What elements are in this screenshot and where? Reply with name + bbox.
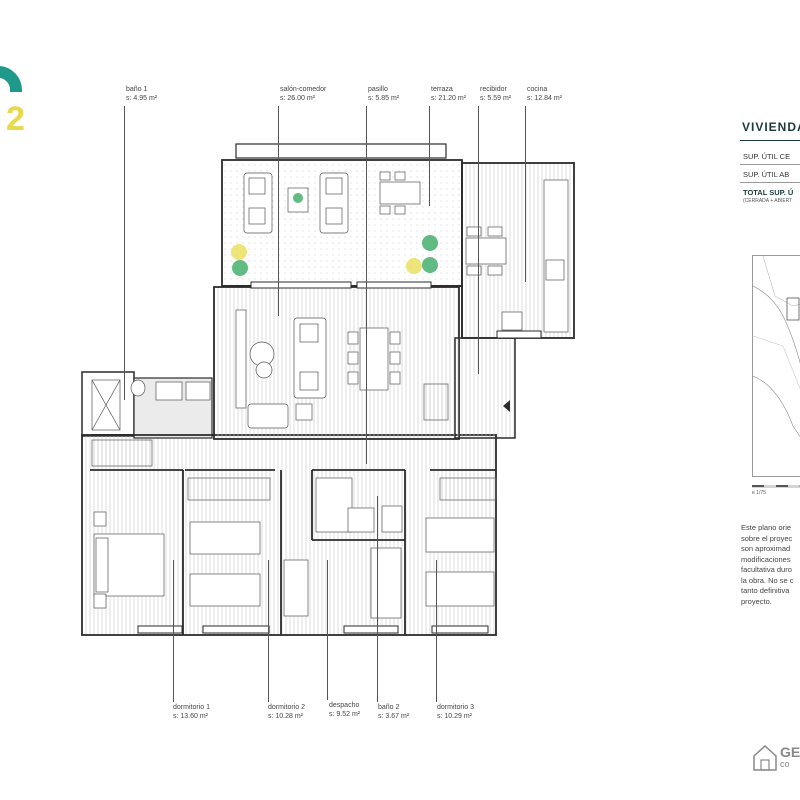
room-area: s: 5.59 m² [480,94,512,102]
room-area: s: 5.85 m² [368,94,400,102]
note-line: la obra. No se c [741,575,794,585]
room-name: despacho [329,702,360,709]
room-name: dormitorio 3 [437,704,474,711]
note-line: facultativa duro [741,565,792,574]
note-line: son aproximad [741,544,791,553]
room-name: dormitorio 1 [173,704,210,711]
leader-bano2 [377,496,378,702]
entrance-arrow-icon [503,400,510,412]
note-line: modificaciones [741,554,791,564]
note-line: proyecto. [741,596,772,606]
sup-abierta: SUP. ÚTIL AB [743,170,790,179]
leader-despacho [327,560,328,700]
room-name: cocina [527,86,548,93]
house-logo-icon [753,744,777,771]
room-name: recibidor [480,86,507,93]
note-line: Este plano orie [741,523,792,532]
leader-recibidor [478,106,479,374]
leader-cocina [525,106,526,282]
title-rule [740,140,800,141]
living-furniture [235,309,401,429]
room-area: s: 13.60 m² [173,712,209,720]
brand-name: GE [780,744,800,760]
leader-dormitorio3 [436,560,437,702]
windows [137,281,542,634]
room-area: s: 10.29 m² [437,712,473,720]
room-area: s: 21.20 m² [431,94,467,102]
panel-title: VIVIENDA [742,120,800,134]
room-name: baño 1 [126,86,148,93]
leader-dormitorio2 [268,560,269,702]
note-line: tanto definitiva [741,586,790,595]
scale-bar [752,485,800,488]
scale-label: e 1/75 [752,490,766,496]
leader-dormitorio1 [173,560,174,702]
room-name: dormitorio 2 [268,704,305,711]
leader-terraza [429,106,430,206]
bedroom-furniture [91,383,497,619]
room-area: s: 9.52 m² [329,710,361,718]
disclaimer-note: Este plano orie sobre el proyec son apro… [741,523,800,607]
brand-sub: co [780,759,790,769]
location-keymap [752,255,800,477]
floor-plan [81,143,575,636]
brand-logo: 2 [0,66,25,138]
terrace-plants [231,193,438,276]
room-area: s: 3.67 m² [378,712,410,720]
leader-bano1 [124,106,125,400]
room-name: pasillo [368,86,388,93]
room-area: s: 26.00 m² [280,94,316,102]
sup-rule-1 [740,164,800,165]
leader-pasillo [366,106,367,464]
room-name: salón-comedor [280,86,327,93]
note-line: sobre el proyec [741,533,793,543]
leader-salon [278,106,279,316]
bathroom1-fixtures [91,379,211,431]
total-surface: TOTAL SUP. Ú [743,188,794,197]
terrace-furniture [243,171,421,234]
room-area: s: 4.95 m² [126,94,158,102]
room-name: baño 2 [378,704,400,711]
room-name: terraza [431,86,453,93]
room-area: s: 10.28 m² [268,712,304,720]
sup-cerrada: SUP. ÚTIL CE [743,152,791,161]
kitchen-furniture [465,179,569,333]
room-area: s: 12.84 m² [527,94,563,102]
sup-rule-2 [740,182,800,183]
logo-digit: 2 [6,100,25,138]
total-surface-sub: (CERRADA + ABIERT [743,198,793,204]
